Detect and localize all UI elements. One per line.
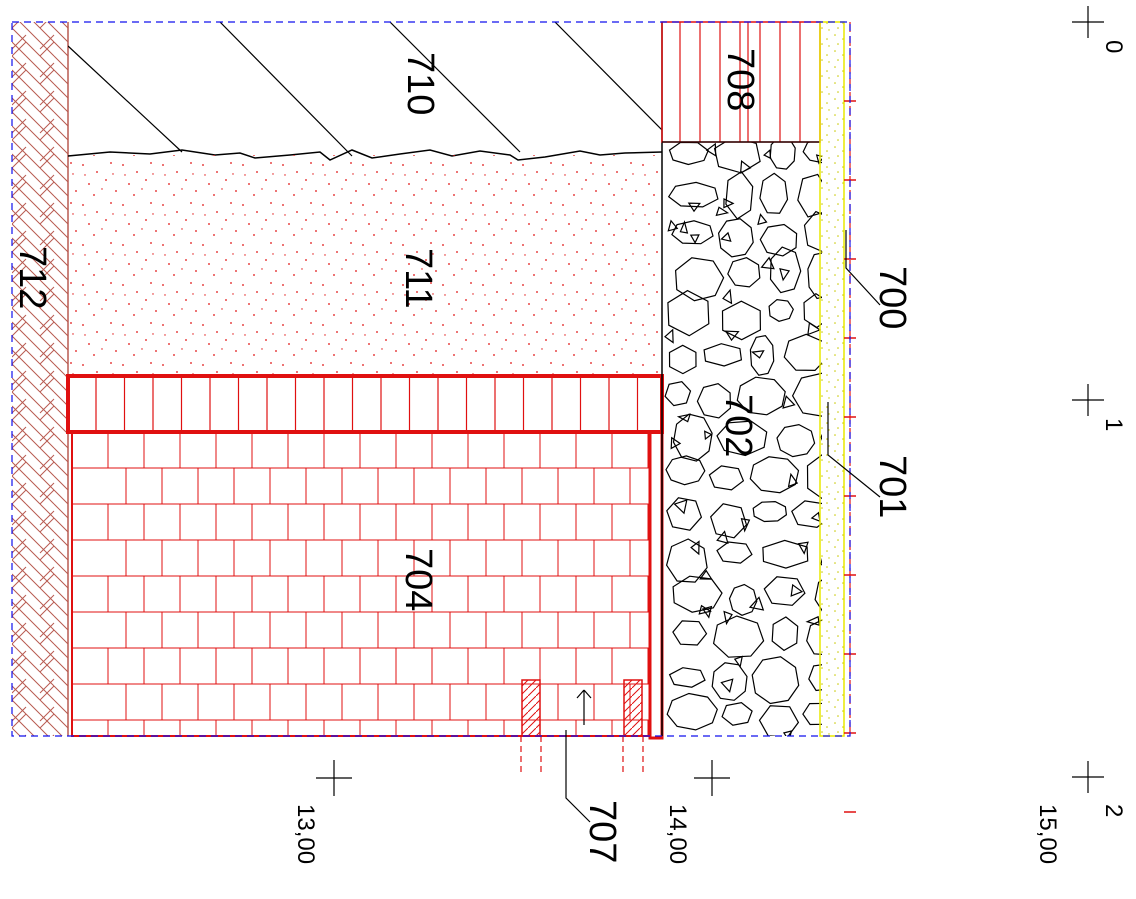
layer-704-outline: [71, 431, 651, 737]
layer-704-brick-wall: [72, 432, 650, 737]
label-707: 707: [581, 800, 623, 863]
label-702: 702: [717, 394, 759, 457]
label-704: 704: [397, 548, 439, 611]
element-707: [520, 679, 644, 774]
section-border: [11, 21, 851, 737]
scale-label-15: 15,00: [1034, 804, 1061, 864]
layer-712-hatch: [12, 22, 68, 736]
scale-label-14: 14,00: [664, 804, 691, 864]
label-701: 701: [871, 455, 913, 518]
top-course-beam: [66, 374, 664, 434]
scale-label-13: 13,00: [292, 804, 319, 864]
layer-700-line: [844, 22, 856, 813]
grid-label-2: 2: [1100, 804, 1127, 817]
vertical-post: [648, 430, 664, 740]
grid-markers: [316, 6, 1104, 796]
leader-lines: [565, 230, 881, 823]
label-712: 712: [11, 246, 53, 309]
layer-701-sand-strip: [819, 21, 845, 737]
grid-label-0: 0: [1100, 40, 1127, 53]
label-710: 710: [399, 52, 441, 115]
grid-label-1: 1: [1100, 418, 1127, 431]
layer-711-sand: [68, 155, 662, 375]
label-711: 711: [397, 248, 439, 309]
layer-710-hatch: [68, 22, 662, 157]
label-708: 708: [719, 48, 761, 111]
label-700: 700: [871, 266, 913, 329]
